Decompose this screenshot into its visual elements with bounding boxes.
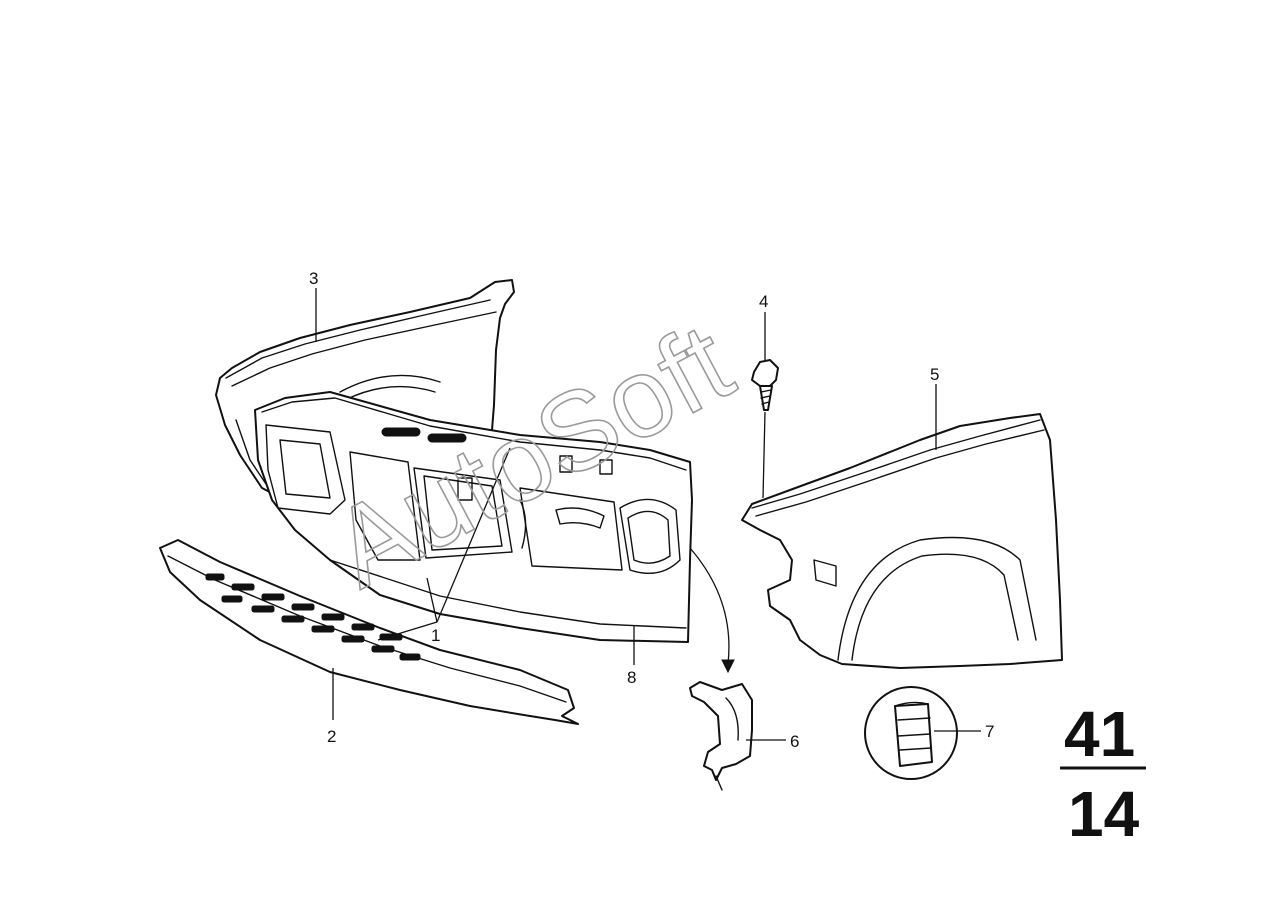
callout-3: 3	[309, 269, 318, 288]
valance-part	[159, 539, 579, 725]
page-number: 14	[1068, 778, 1140, 850]
leader-lines	[315, 288, 981, 741]
callout-2: 2	[327, 727, 336, 746]
callout-labels: 1 2 3 4 5 6 7 8	[309, 269, 994, 751]
callout-1: 1	[431, 626, 440, 645]
front-panel-part	[254, 391, 693, 643]
sheet-number: 41 14	[1060, 698, 1146, 850]
screw-part	[751, 359, 779, 411]
callout-8: 8	[627, 668, 636, 687]
fender-right-part	[741, 413, 1063, 669]
callout-5: 5	[930, 365, 939, 384]
callout-7: 7	[985, 722, 994, 741]
foam-strip-detail	[864, 686, 958, 780]
bracket-part	[689, 681, 753, 791]
callout-4: 4	[759, 292, 768, 311]
callout-6: 6	[790, 732, 799, 751]
group-number: 41	[1064, 698, 1135, 770]
